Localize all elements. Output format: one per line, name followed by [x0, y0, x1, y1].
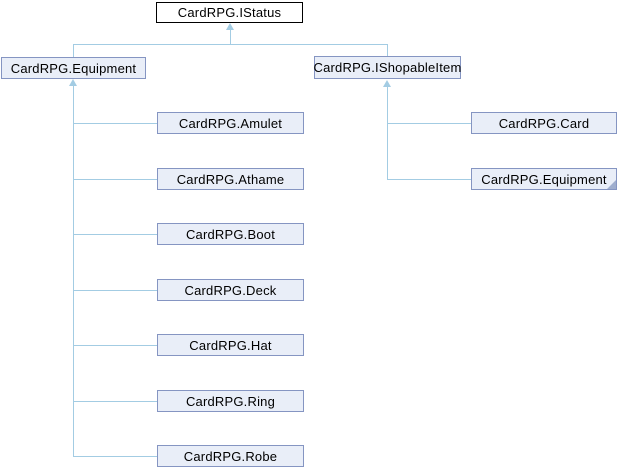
- node-label: CardRPG.Ring: [185, 393, 276, 409]
- edge-equipment-trunk: [73, 86, 74, 457]
- node-cardrpg-hat[interactable]: CardRPG.Hat: [157, 334, 304, 356]
- node-label: CardRPG.Card: [498, 115, 590, 131]
- edge-left-drop: [73, 45, 74, 57]
- arrow-up-icon: [383, 80, 391, 87]
- node-cardrpg-equipment[interactable]: CardRPG.Equipment: [1, 57, 146, 79]
- edge-branch-athame: [73, 179, 157, 180]
- node-cardrpg-deck[interactable]: CardRPG.Deck: [157, 279, 304, 301]
- node-cardrpg-ishopableitem[interactable]: CardRPG.IShopableItem: [314, 56, 461, 79]
- edge-branch-amulet: [73, 123, 157, 124]
- edge-branch-card: [387, 123, 471, 124]
- node-cardrpg-boot[interactable]: CardRPG.Boot: [157, 223, 304, 245]
- node-label: CardRPG.Deck: [184, 282, 277, 298]
- edge-branch-equipment-truncated: [387, 179, 471, 180]
- node-cardrpg-athame[interactable]: CardRPG.Athame: [157, 168, 304, 190]
- edge-right-drop: [387, 45, 388, 56]
- edge-top-horizontal: [73, 44, 388, 45]
- arrow-up-icon: [69, 79, 77, 86]
- node-label: CardRPG.Equipment: [10, 60, 137, 76]
- edge-root-stub: [230, 30, 231, 44]
- node-label: CardRPG.Boot: [185, 226, 276, 242]
- truncated-corner-icon: [607, 180, 616, 189]
- node-label: CardRPG.IStatus: [177, 5, 282, 20]
- node-label: CardRPG.Athame: [176, 171, 285, 187]
- edge-branch-robe: [73, 456, 157, 457]
- node-label: CardRPG.Amulet: [178, 115, 283, 131]
- node-label: CardRPG.Robe: [183, 448, 278, 464]
- node-cardrpg-istatus[interactable]: CardRPG.IStatus: [156, 2, 303, 23]
- arrow-up-icon: [226, 23, 234, 30]
- node-cardrpg-ring[interactable]: CardRPG.Ring: [157, 390, 304, 412]
- node-cardrpg-robe[interactable]: CardRPG.Robe: [157, 445, 304, 467]
- node-label: CardRPG.Hat: [189, 337, 272, 353]
- edge-branch-hat: [73, 345, 157, 346]
- node-label: CardRPG.Equipment: [481, 171, 607, 187]
- node-cardrpg-card[interactable]: CardRPG.Card: [471, 112, 617, 134]
- edge-ishopableitem-trunk: [387, 87, 388, 180]
- edge-branch-deck: [73, 290, 157, 291]
- node-label: CardRPG.IShopableItem: [313, 60, 462, 75]
- edge-branch-ring: [73, 401, 157, 402]
- node-cardrpg-equipment-truncated[interactable]: CardRPG.Equipment: [471, 168, 617, 190]
- node-cardrpg-amulet[interactable]: CardRPG.Amulet: [157, 112, 304, 134]
- edge-branch-boot: [73, 234, 157, 235]
